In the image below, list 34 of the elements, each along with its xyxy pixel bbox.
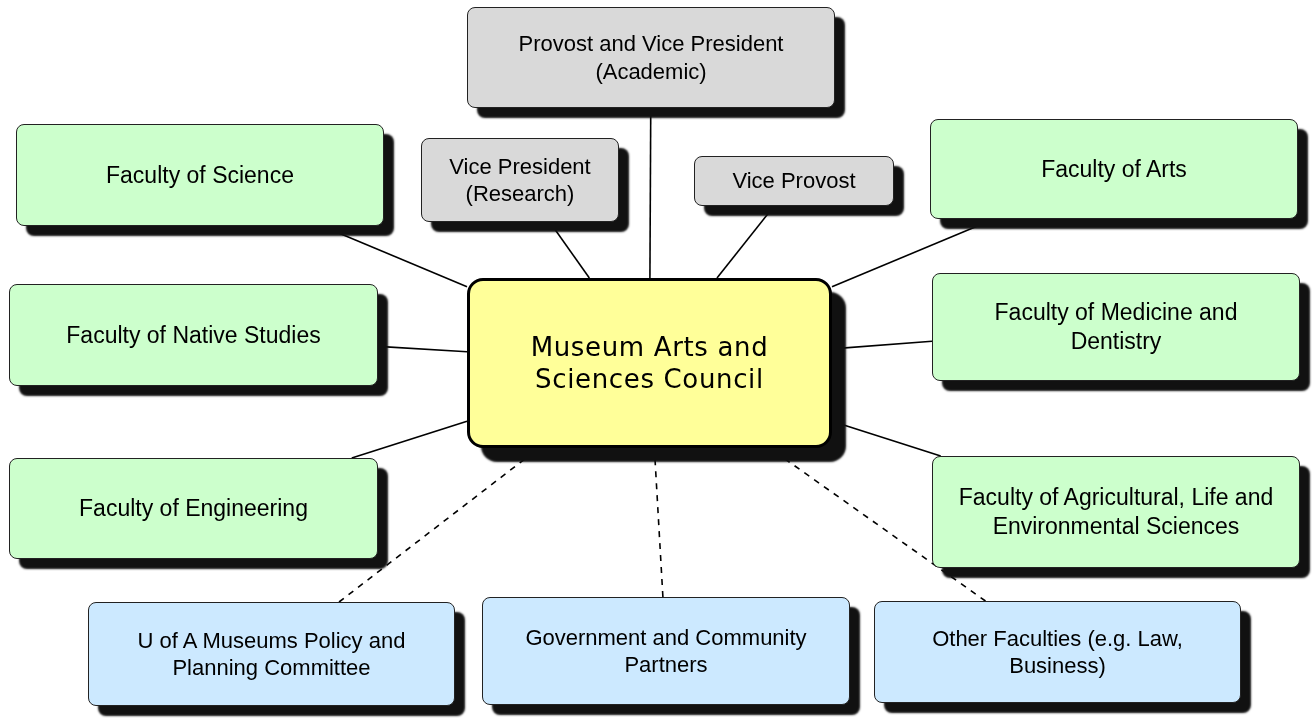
- office-box: [467, 7, 835, 108]
- connector-line: [649, 107, 652, 279]
- node-label: Museum Arts and Sciences Council: [529, 330, 770, 396]
- faculty-box: [932, 273, 1300, 381]
- connector-line: [716, 205, 775, 279]
- node-label: Faculty of Engineering: [79, 494, 308, 523]
- faculty-box: [932, 456, 1300, 568]
- connector-line: [377, 345, 468, 353]
- node-label: Provost and Vice President (Academic): [517, 30, 785, 85]
- connector-line: [548, 221, 591, 279]
- partner-box: [874, 601, 1241, 703]
- faculty-box: [9, 284, 378, 386]
- node-label: Other Faculties (e.g. Law, Business): [931, 624, 1184, 680]
- node-label: Government and Community Partners: [524, 623, 808, 679]
- partner-box: [88, 602, 455, 706]
- connector-line: [653, 447, 664, 598]
- connector-line: [350, 420, 468, 459]
- node-label: Vice Provost: [732, 167, 856, 195]
- node-label: Vice President (Research): [448, 152, 592, 208]
- node-label: Faculty of Agricultural, Life and Environmental Sciences: [957, 483, 1275, 541]
- office-box: [694, 156, 894, 206]
- node-label: U of A Museums Policy and Planning Committee: [136, 626, 407, 682]
- partner-box: [482, 597, 850, 705]
- connector-line: [831, 420, 942, 457]
- node-label: Faculty of Arts: [1041, 154, 1187, 184]
- node-label: Faculty of Native Studies: [66, 320, 321, 350]
- faculty-box: [9, 458, 378, 559]
- node-label: Faculty of Medicine and Dentistry: [993, 298, 1239, 356]
- faculty-box: [930, 119, 1298, 219]
- council-box: [467, 278, 832, 448]
- connector-line: [831, 340, 933, 350]
- faculty-box: [16, 124, 384, 226]
- office-box: [421, 138, 619, 222]
- node-label: Faculty of Science: [106, 160, 294, 190]
